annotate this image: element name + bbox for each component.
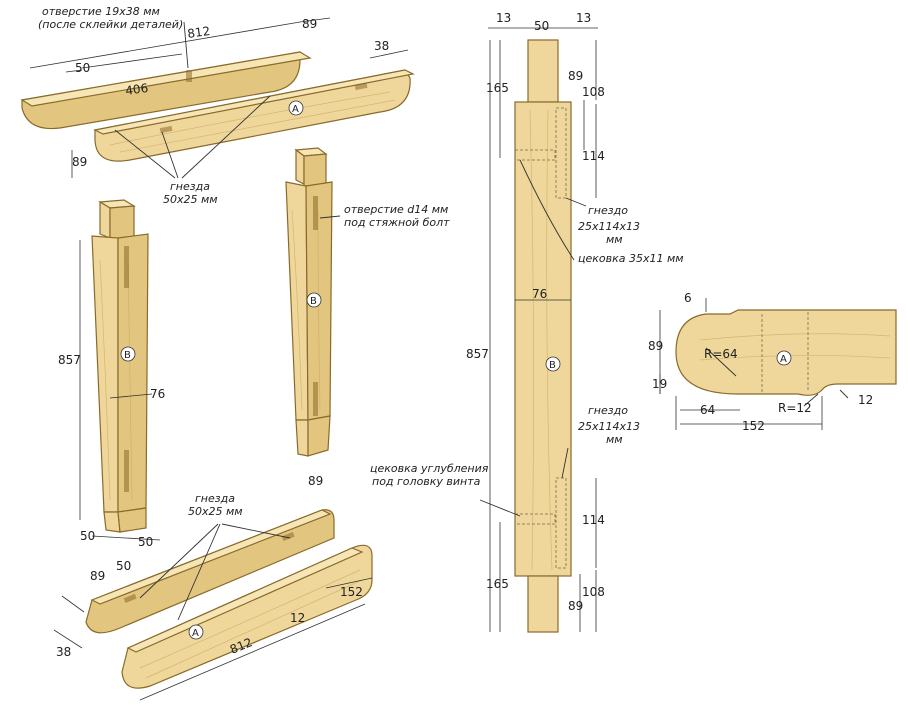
label-nest-lower-2: 25x114x13: [578, 420, 640, 433]
dim-column-76: 76: [532, 287, 547, 301]
dim-bottom-152: 152: [340, 585, 363, 599]
dim-leg-50-a: 50: [80, 529, 95, 543]
top-rail-mortise-2: [354, 82, 368, 91]
dim-column-165-bottom: 165: [486, 577, 509, 591]
dim-profile-152: 152: [742, 419, 765, 433]
column-counterbore-lower: [514, 513, 556, 525]
top-rail-back-top: [20, 51, 312, 107]
label-counterbore: цековка 35x11 мм: [578, 252, 684, 265]
middle-leg-slot-lower: [313, 382, 318, 416]
label-mortise-bottom-1: гнезда: [195, 492, 235, 505]
dim-profile-6: 6: [684, 291, 692, 305]
badge-b-left: [120, 346, 136, 362]
dim-profile-r64: R=64: [704, 347, 738, 361]
label-nest-upper-1: гнездо: [588, 204, 628, 217]
badge-a-profile-text: A: [780, 354, 787, 365]
bottom-rail-back-half: [85, 509, 335, 634]
dim-top-50: 50: [75, 61, 90, 75]
dim-leg-857: 857: [58, 353, 81, 367]
column-top-tenon: [527, 39, 559, 103]
label-screw-counterbore-1: цековка углубления: [370, 462, 489, 475]
left-leg-mortise-lower: [124, 450, 129, 492]
label-nest-upper-3: мм: [606, 233, 623, 246]
column-bottom-tenon: [527, 575, 559, 633]
label-screw-counterbore-2: под головку винта: [372, 475, 481, 488]
dim-column-108-bottom: 108: [582, 585, 605, 599]
label-mortise-top-2: 50x25 мм: [163, 193, 218, 206]
dim-bottom-89-top: 89: [308, 474, 323, 488]
column-nest-lower: [555, 477, 567, 569]
badge-b-middle: [306, 292, 322, 308]
badge-b-middle-text: B: [310, 296, 317, 307]
badge-b-column: [545, 356, 561, 372]
dim-top-89-right: 89: [302, 17, 317, 31]
left-leg: [79, 199, 161, 541]
dim-column-89-top: 89: [568, 69, 583, 83]
dim-profile-89: 89: [648, 339, 663, 353]
dim-profile-r12: R=12: [778, 401, 812, 415]
top-rail-front-half: [94, 69, 411, 162]
badge-a-top: [288, 100, 304, 116]
dim-column-114-bottom: 114: [582, 513, 605, 527]
dim-profile-19: 19: [652, 377, 667, 391]
dim-top-89-left: 89: [72, 155, 87, 169]
top-rail-mortise-1: [159, 125, 173, 134]
label-bolt-hole-1: отверстие d14 мм: [344, 203, 448, 216]
badge-b-left-text: B: [124, 350, 131, 361]
dim-bottom-38: 38: [56, 645, 71, 659]
top-rail-assembly: [20, 17, 415, 179]
label-nest-lower-1: гнездо: [588, 404, 628, 417]
dim-bottom-12: 12: [290, 611, 305, 625]
left-leg-body-side: [117, 233, 149, 513]
label-nest-lower-3: мм: [606, 433, 623, 446]
dim-column-114-top: 114: [582, 149, 605, 163]
badge-a-top-text: A: [292, 104, 299, 115]
bottom-rail-front-half: [121, 544, 373, 689]
dim-column-13-left: 13: [496, 11, 511, 25]
column-nest-upper: [555, 107, 567, 199]
dim-column-857: 857: [466, 347, 489, 361]
column-body: [514, 101, 572, 577]
left-leg-mortise-upper: [124, 246, 129, 288]
bottom-rail-mortise-1: [123, 593, 137, 604]
label-nest-upper-2: 25x114x13: [578, 220, 640, 233]
label-bolt-hole-2: под стяжной болт: [344, 216, 450, 229]
top-rail-hole: [186, 70, 192, 82]
dim-bottom-89-left: 89: [90, 569, 105, 583]
column-counterbore-upper: [514, 149, 556, 161]
dim-top-812: 812: [186, 24, 211, 41]
dim-column-89-bottom: 89: [568, 599, 583, 613]
label-mortise-top-1: гнезда: [170, 180, 210, 193]
bottom-rail-mortise-2: [281, 531, 295, 542]
badge-a-profile: [776, 350, 792, 366]
dim-profile-64: 64: [700, 403, 715, 417]
label-hole-top-1: отверстие 19x38 мм: [42, 5, 160, 18]
dim-column-50: 50: [534, 19, 549, 33]
dim-column-165-top: 165: [486, 81, 509, 95]
dim-top-38: 38: [374, 39, 389, 53]
middle-leg-slot-upper: [313, 196, 318, 230]
dim-bottom-50: 50: [116, 559, 131, 573]
dim-column-13-right: 13: [576, 11, 591, 25]
middle-leg: [285, 147, 341, 457]
badge-a-bottom: [188, 624, 204, 640]
dim-leg-76: 76: [150, 387, 165, 401]
column-elevation: [479, 27, 598, 633]
dim-profile-12: 12: [858, 393, 873, 407]
bottom-rail-assembly: [53, 509, 373, 701]
top-rail-front-top: [93, 69, 415, 135]
dim-column-108-top: 108: [582, 85, 605, 99]
badge-a-bottom-text: A: [192, 628, 199, 639]
label-hole-top-2: (после склейки деталей): [38, 18, 183, 31]
badge-b-column-text: B: [549, 360, 556, 371]
label-mortise-bottom-2: 50x25 мм: [188, 505, 243, 518]
dim-leg-50-b: 50: [138, 535, 153, 549]
dim-top-406: 406: [124, 81, 149, 98]
